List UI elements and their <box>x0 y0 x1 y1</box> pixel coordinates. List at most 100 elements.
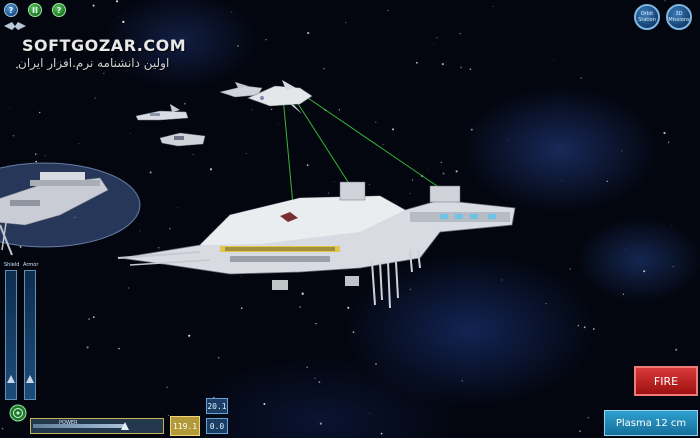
star <box>314 377 316 380</box>
star <box>672 266 674 268</box>
star <box>166 386 168 388</box>
star <box>664 0 666 2</box>
star <box>299 306 302 308</box>
star <box>409 288 412 291</box>
star <box>380 432 383 435</box>
star <box>507 139 508 141</box>
missions-icon: 3D Missions <box>668 11 690 23</box>
star <box>426 167 428 169</box>
question-icon: ? <box>56 5 62 15</box>
star <box>306 366 308 368</box>
station-button[interactable]: Orbit Station <box>634 4 660 30</box>
star <box>375 121 377 123</box>
fighter-ship-1[interactable] <box>135 104 189 121</box>
star <box>433 43 435 44</box>
watermark-subtitle: اولین دانشنامه نرم.افزار ایران <box>18 56 170 70</box>
star <box>552 59 554 61</box>
star <box>188 334 191 337</box>
star <box>53 385 55 387</box>
star <box>301 292 304 295</box>
star <box>139 230 141 232</box>
star <box>587 417 589 419</box>
fire-button[interactable]: FIRE <box>634 366 698 396</box>
star <box>622 293 625 295</box>
pause-button[interactable]: II <box>28 3 42 17</box>
star <box>352 331 355 334</box>
star <box>606 180 608 183</box>
star <box>86 346 89 349</box>
star <box>412 179 414 181</box>
star <box>265 38 267 41</box>
shield-gauge[interactable] <box>5 270 17 400</box>
fighter-ship-4[interactable] <box>247 80 313 114</box>
star <box>318 381 321 383</box>
star <box>38 111 41 114</box>
armor-gauge-thumb[interactable] <box>26 375 34 383</box>
help-button[interactable]: ? <box>4 3 18 17</box>
star <box>441 62 444 66</box>
star <box>19 245 22 248</box>
star <box>8 107 10 108</box>
star <box>643 270 646 273</box>
weapon-select-button[interactable]: Plasma 12 cm <box>604 410 698 436</box>
star <box>92 4 95 7</box>
star <box>545 303 547 305</box>
star <box>345 22 347 24</box>
star <box>625 248 627 250</box>
star <box>583 326 586 329</box>
target-icon[interactable] <box>9 404 27 422</box>
star <box>347 306 350 309</box>
star <box>621 150 623 152</box>
star <box>94 97 96 99</box>
star <box>49 70 50 72</box>
throttle-label: POWER <box>59 420 78 426</box>
star <box>663 131 666 135</box>
scan-icon: Orbit Station <box>638 11 656 23</box>
throttle-thumb[interactable] <box>121 422 129 430</box>
fighter-ship-2[interactable] <box>159 132 206 147</box>
shield-gauge-thumb[interactable] <box>7 375 15 383</box>
game-logo-icon <box>4 22 26 30</box>
star <box>177 207 178 209</box>
star <box>12 134 15 137</box>
star <box>251 109 253 111</box>
info-button[interactable]: ? <box>52 3 66 17</box>
pause-icon: II <box>32 5 38 15</box>
gauge-left-label: Shield <box>4 262 20 268</box>
star <box>580 77 582 79</box>
star <box>169 227 171 230</box>
star <box>278 124 279 125</box>
star <box>334 181 335 182</box>
star <box>149 171 152 174</box>
star <box>592 328 595 330</box>
star <box>459 32 461 35</box>
star <box>374 362 378 365</box>
star <box>231 11 232 13</box>
star <box>117 16 119 17</box>
star <box>323 67 325 70</box>
star <box>122 20 125 24</box>
star <box>192 153 194 156</box>
enemy-station[interactable] <box>0 172 109 256</box>
star <box>577 324 580 327</box>
throttle-fill <box>33 424 125 428</box>
armor-gauge[interactable] <box>24 270 36 400</box>
star <box>469 68 472 70</box>
star <box>387 10 389 12</box>
star <box>369 412 371 414</box>
star <box>1 427 4 430</box>
star <box>470 128 473 131</box>
throttle-bar[interactable]: POWER <box>30 418 164 434</box>
fighter-ship-3[interactable] <box>219 82 263 98</box>
star <box>492 5 494 7</box>
laser-beams <box>282 95 441 206</box>
star <box>338 109 341 111</box>
missions-button[interactable]: 3D Missions <box>666 4 692 30</box>
star <box>440 161 442 163</box>
star <box>319 422 322 425</box>
star <box>415 61 418 64</box>
capital-ship[interactable] <box>117 181 516 309</box>
star <box>667 141 670 143</box>
star <box>457 3 459 4</box>
